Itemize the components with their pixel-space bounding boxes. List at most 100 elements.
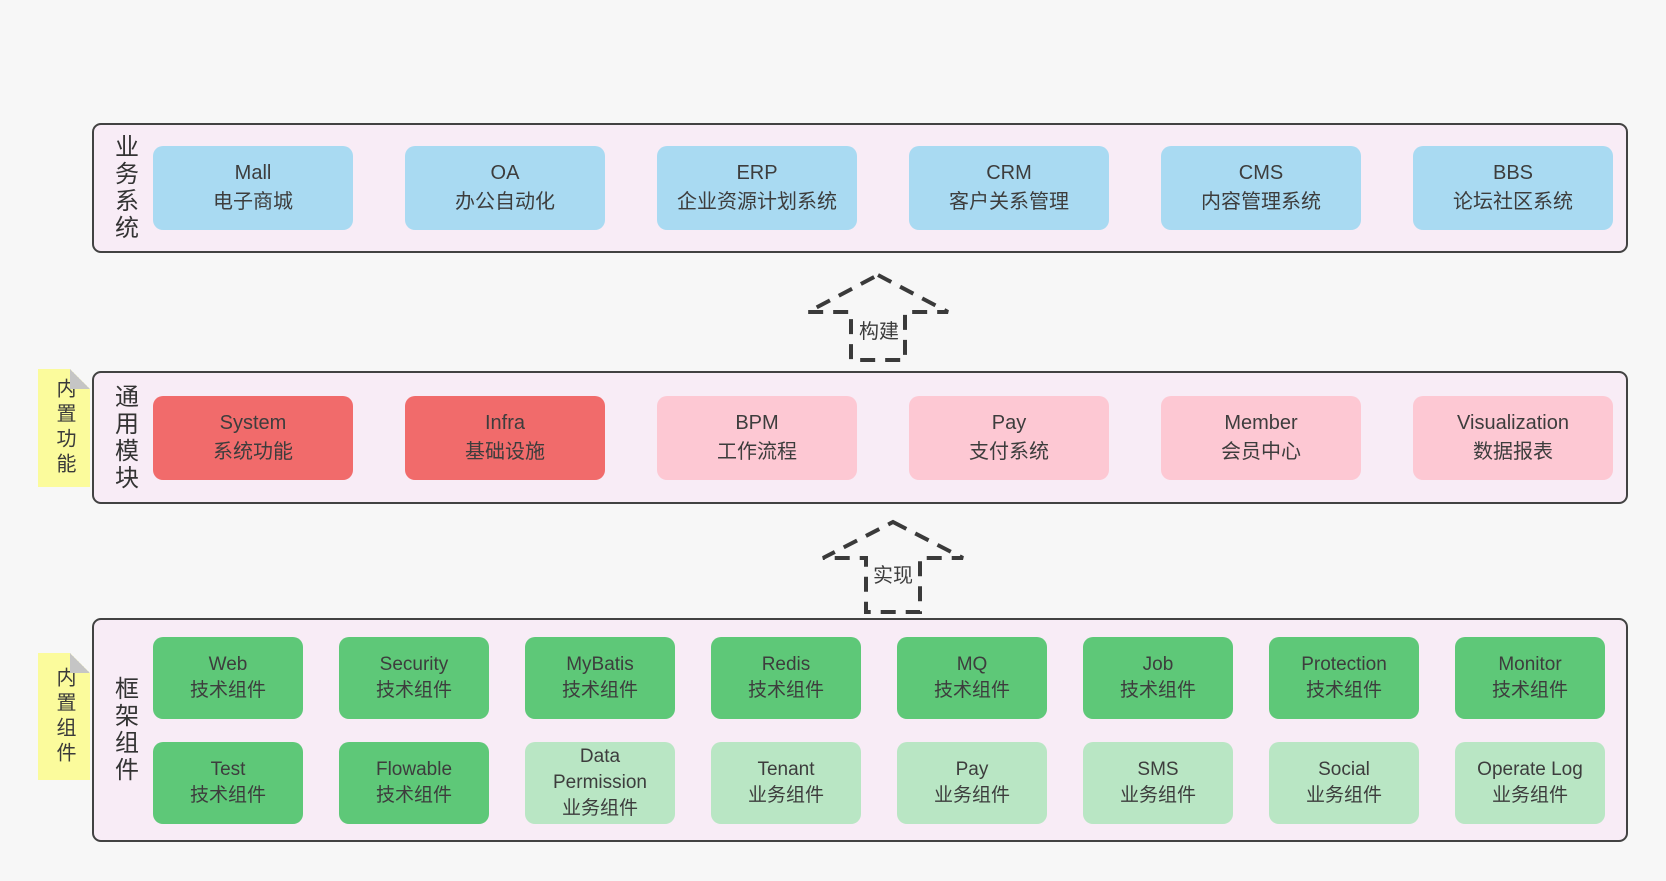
box-mq: MQ 技术组件 [897, 636, 1047, 719]
box-title: Protection [1301, 653, 1387, 675]
box-subtitle: 业务组件 [1305, 784, 1382, 806]
box-title: CMS [1238, 162, 1284, 184]
box-title: ERP [736, 162, 778, 184]
box-social: Social 业务组件 [1269, 741, 1419, 824]
box-subtitle: 业务组件 [933, 784, 1010, 806]
box-title: Flowable [375, 758, 453, 780]
box-subtitle: 论坛社区系统 [1453, 191, 1573, 213]
layer-label-text: 通用模块 [110, 383, 138, 492]
box-security: Security 技术组件 [339, 636, 489, 719]
arrow-up-build-icon [807, 272, 949, 362]
sticky-note-builtin-features: 内置功能 [38, 369, 90, 487]
box-title: Social [1318, 758, 1370, 780]
box-web: Web 技术组件 [153, 636, 303, 719]
box-subtitle: 技术组件 [933, 679, 1010, 701]
box-title: BBS [1492, 162, 1534, 184]
box-redis: Redis 技术组件 [711, 636, 861, 719]
box-operate-log: Operate Log 业务组件 [1455, 741, 1605, 824]
box-subtitle: 内容管理系统 [1201, 191, 1321, 213]
box-title: BPM [735, 411, 779, 434]
box-tenant: Tenant 业务组件 [711, 741, 861, 824]
box-title: Web [208, 653, 248, 675]
arrow-label-implement: 实现 [871, 554, 915, 592]
box-title: Operate Log [1477, 758, 1583, 780]
box-oa: OA 办公自动化 [405, 146, 605, 230]
box-title: SMS [1137, 758, 1179, 780]
component-box-grid: Web 技术组件 Security 技术组件 MyBatis 技术组件 Redi… [153, 620, 1626, 840]
layer-business-systems: 业务系统 Mall 电子商城 OA 办公自动化 ERP 企业资源计划系统 CRM… [92, 123, 1628, 253]
box-subtitle: 业务组件 [1119, 784, 1196, 806]
box-subtitle: 业务组件 [747, 784, 824, 806]
box-mall: Mall 电子商城 [153, 146, 353, 230]
arrow-up-implement-icon [822, 519, 964, 614]
box-subtitle: 技术组件 [561, 679, 638, 701]
layer-label-business: 业务系统 [94, 125, 153, 251]
box-subtitle: 技术组件 [375, 679, 452, 701]
box-visualization: Visualization 数据报表 [1413, 395, 1613, 480]
box-subtitle: 工作流程 [717, 440, 797, 463]
box-flowable: Flowable 技术组件 [339, 741, 489, 824]
arrow-label-build: 构建 [857, 310, 901, 348]
sticky-note-text: 内置功能 [53, 378, 75, 478]
sticky-note-text: 内置组件 [53, 666, 75, 767]
box-title: Member [1224, 411, 1298, 434]
box-title: Mall [234, 162, 272, 184]
box-infra: Infra 基础设施 [405, 395, 605, 480]
box-title: MyBatis [566, 653, 634, 675]
box-title: Tenant [757, 758, 815, 780]
box-title: Data Permission [553, 745, 647, 793]
box-subtitle: 系统功能 [213, 440, 293, 463]
layer-label-components: 框架组件 [94, 620, 153, 840]
box-subtitle: 会员中心 [1221, 440, 1301, 463]
business-box-row: Mall 电子商城 OA 办公自动化 ERP 企业资源计划系统 CRM 客户关系… [153, 125, 1626, 251]
box-pay-business: Pay 业务组件 [897, 741, 1047, 824]
box-title: Monitor [1498, 653, 1562, 675]
box-cms: CMS 内容管理系统 [1161, 146, 1361, 230]
box-title: System [219, 411, 287, 434]
layer-common-modules: 通用模块 System 系统功能 Infra 基础设施 BPM 工作流程 Pay… [92, 371, 1628, 504]
box-subtitle: 电子商城 [213, 191, 293, 213]
box-bpm: BPM 工作流程 [657, 395, 857, 480]
box-monitor: Monitor 技术组件 [1455, 636, 1605, 719]
box-sms: SMS 业务组件 [1083, 741, 1233, 824]
layer-label-modules: 通用模块 [94, 373, 153, 502]
box-title: CRM [986, 162, 1032, 184]
box-data-permission: Data Permission 业务组件 [525, 741, 675, 824]
sticky-note-builtin-components: 内置组件 [38, 653, 90, 780]
box-title: OA [490, 162, 520, 184]
box-member: Member 会员中心 [1161, 395, 1361, 480]
box-subtitle: 业务组件 [1491, 784, 1568, 806]
box-subtitle: 支付系统 [969, 440, 1049, 463]
box-protection: Protection 技术组件 [1269, 636, 1419, 719]
box-subtitle: 客户关系管理 [949, 191, 1069, 213]
box-subtitle: 技术组件 [189, 784, 266, 806]
box-subtitle: 技术组件 [747, 679, 824, 701]
box-subtitle: 业务组件 [561, 797, 638, 819]
layer-label-text: 框架组件 [110, 676, 138, 784]
box-title: Test [210, 758, 246, 780]
box-subtitle: 数据报表 [1473, 440, 1553, 463]
box-title: Pay [955, 758, 989, 780]
box-subtitle: 技术组件 [1305, 679, 1382, 701]
box-subtitle: 基础设施 [465, 440, 545, 463]
box-title: Job [1142, 653, 1174, 675]
box-subtitle: 技术组件 [189, 679, 266, 701]
box-title: MQ [956, 653, 988, 675]
box-title: Infra [484, 411, 526, 434]
box-title: Visualization [1457, 411, 1569, 434]
box-erp: ERP 企业资源计划系统 [657, 146, 857, 230]
box-title: Redis [761, 653, 811, 675]
box-mybatis: MyBatis 技术组件 [525, 636, 675, 719]
box-subtitle: 技术组件 [1491, 679, 1568, 701]
box-pay: Pay 支付系统 [909, 395, 1109, 480]
box-subtitle: 技术组件 [375, 784, 452, 806]
layer-framework-components: 框架组件 Web 技术组件 Security 技术组件 MyBatis 技术组件… [92, 618, 1628, 842]
box-title: Security [379, 653, 449, 675]
box-subtitle: 技术组件 [1119, 679, 1196, 701]
module-box-row: System 系统功能 Infra 基础设施 BPM 工作流程 Pay 支付系统… [153, 373, 1626, 502]
box-system: System 系统功能 [153, 395, 353, 480]
box-job: Job 技术组件 [1083, 636, 1233, 719]
box-title: Pay [991, 411, 1027, 434]
box-crm: CRM 客户关系管理 [909, 146, 1109, 230]
